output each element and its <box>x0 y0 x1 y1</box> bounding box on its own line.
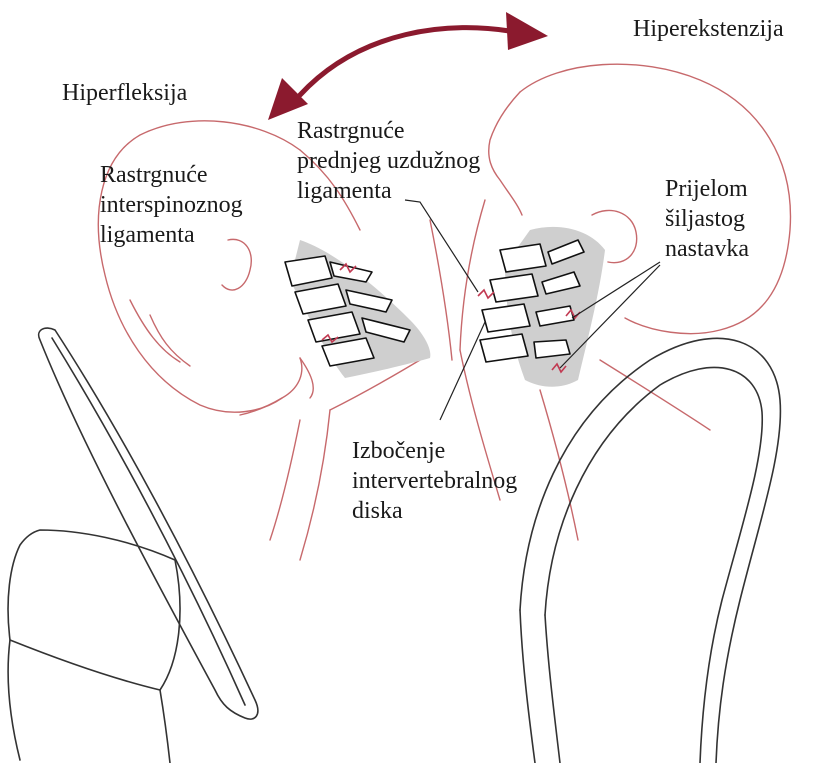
label-interspinous-ligament-tear: Rastrgnuće interspinoznog ligamenta <box>100 160 243 250</box>
label-line: diska <box>352 496 517 526</box>
seat-left-headrest-inner <box>52 338 245 705</box>
label-hiperfleksija: Hiperfleksija <box>62 78 187 108</box>
label-hiperfleksija-text: Hiperfleksija <box>62 78 187 108</box>
label-disc-bulge: Izbočenje intervertebralnog diska <box>352 436 517 526</box>
label-anterior-longitudinal-ligament-tear: Rastrgnuće prednjeg uzdužnog ligamenta <box>297 116 480 206</box>
label-line: interspinoznog <box>100 190 243 220</box>
label-line: Izbočenje <box>352 436 517 466</box>
extension-injury-anterior <box>478 290 494 298</box>
label-line: Rastrgnuće <box>100 160 243 190</box>
label-line: ligamenta <box>100 220 243 250</box>
leader-izbocenje <box>440 322 485 420</box>
label-line: nastavka <box>665 234 749 264</box>
motion-arrow-head-right <box>506 12 548 50</box>
extension-process-4 <box>534 340 570 358</box>
extension-vertebra-4 <box>480 334 528 362</box>
flexion-spine <box>285 240 430 378</box>
flexion-shoulder <box>270 410 330 560</box>
label-line: Prijelom <box>665 174 749 204</box>
extension-face-profile <box>489 92 522 215</box>
label-line: Rastrgnuće <box>297 116 480 146</box>
label-spinous-process-fracture: Prijelom šiljastog nastavka <box>665 174 749 264</box>
seat-left <box>8 328 258 763</box>
extension-spine <box>478 227 605 387</box>
extension-neck-front <box>460 200 485 350</box>
label-line: šiljastog <box>665 204 749 234</box>
seat-left-backrest-detail <box>8 640 170 763</box>
seat-left-backrest <box>8 530 180 690</box>
label-line: intervertebralnog <box>352 466 517 496</box>
seat-right-bottom <box>520 610 560 763</box>
label-line: prednjeg uzdužnog <box>297 146 480 176</box>
extension-vertebra-3 <box>482 304 530 332</box>
label-hiperekstenzija-text: Hiperekstenzija <box>633 14 784 44</box>
extension-vertebra-2 <box>490 274 538 302</box>
label-hiperekstenzija: Hiperekstenzija <box>633 14 784 44</box>
seat-right-outer <box>520 338 780 763</box>
seat-right-inner <box>545 367 762 763</box>
seat-right <box>520 338 780 763</box>
motion-arrow-curve <box>300 28 515 95</box>
extension-back-line <box>430 220 452 360</box>
motion-arrow-head-left <box>268 78 308 120</box>
flexion-hair-lines <box>130 300 190 366</box>
label-line: ligamenta <box>297 176 480 206</box>
extension-vertebra-1 <box>500 244 546 272</box>
motion-arrow <box>268 12 548 120</box>
